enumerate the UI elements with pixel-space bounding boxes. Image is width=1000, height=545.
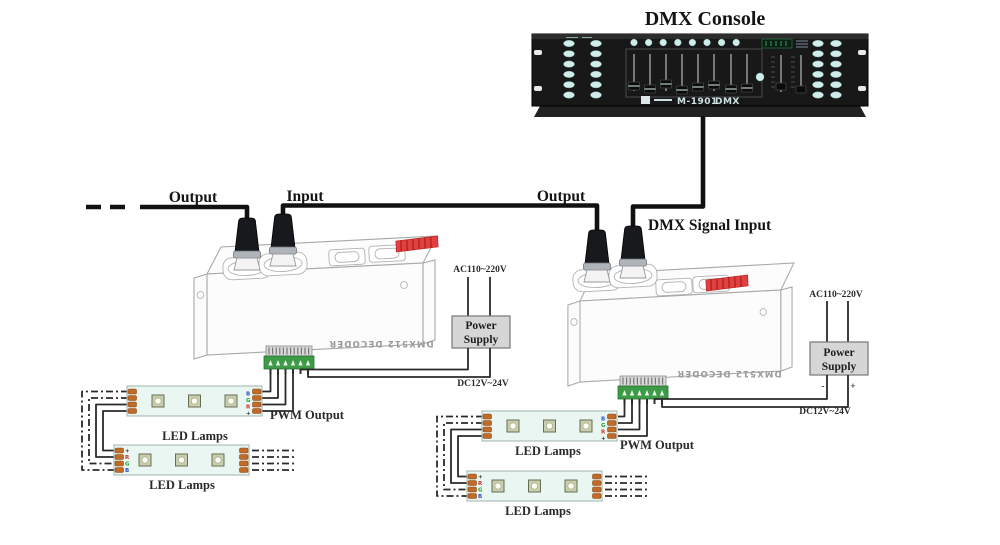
connector-cutout [328,247,366,267]
xlr-plug-input[interactable] [269,213,297,267]
psu-right-box [809,341,869,376]
power-supply-left: AC110~220V Power Supply DC12V~24V [299,265,511,389]
console-protocol-label: DMX [715,97,740,107]
xlr-plug-output[interactable] [583,229,611,283]
pwm-output-left-label: PWM Output [270,408,345,422]
psu-left-dc-label: DC12V~24V [457,379,509,389]
pin-label-r: R [601,430,606,436]
pin-label-b: B [601,417,605,423]
decoder-right-name: DMX512 DECODER [676,368,781,378]
console-branding: M-1901 DMX [641,96,740,107]
console-fader-bank[interactable] [625,48,763,98]
led-strip-chain-left: B G R + LED Lamps + R G B LED Lamps [81,386,295,492]
dmx-console: DMX Console [531,8,869,117]
left-output-label: Output [169,189,218,206]
psu-right-plus: + [850,382,855,392]
pin-label-g: G [478,488,483,494]
console-body [531,33,869,107]
left-decoder-output-cable [140,204,250,220]
psu-left-box [451,315,511,349]
pin-label-g: G [601,423,606,429]
led-strip-4-label: LED Lamps [505,504,571,518]
console-top-edge [532,34,868,39]
psu-right-name1: Power [823,347,854,359]
decoder-link-cable [280,203,600,232]
dmx-cables [86,116,706,232]
right-output-label: Output [537,188,586,205]
psu-left-name1: Power [465,320,496,332]
console-scene-buttons[interactable] [630,38,740,47]
pin-label-g: G [125,462,130,468]
xlr-plug-dmx-input[interactable] [619,225,647,279]
console-title: DMX Console [645,8,766,30]
left-input-label: Input [286,188,324,205]
console-model-label: M-1901 [677,97,718,107]
decoder-right: DMX512 DECODER [567,225,795,405]
pwm-wires-right [618,400,648,437]
pin-label-b: B [125,468,129,474]
pin-label-v: + [478,475,483,481]
pin-label-r: R [246,405,251,411]
pin-label-b: B [246,392,250,398]
connector-cutout [655,277,693,297]
console-display [761,38,808,49]
led-strip-3: B G R + LED Lamps [482,411,617,458]
console-to-decoder-cable [630,116,706,228]
psu-right-ac-label: AC110~220V [809,290,863,300]
psu-left-name2: Supply [464,334,499,346]
led-strip-1: B G R + LED Lamps [127,386,262,443]
pin-label-b: B [478,494,482,500]
pin-label-v: + [246,411,251,417]
pin-label-g: G [246,398,251,404]
pin-label-r: R [478,481,483,487]
xlr-plug-output[interactable] [233,217,261,271]
dmx-signal-input-label: DMX Signal Input [648,217,772,234]
pin-label-r: R [125,455,130,461]
led-strip-1-label: LED Lamps [162,429,228,443]
psu-right-name2: Supply [822,361,857,373]
pin-label-v: + [125,449,130,455]
pin-label-v: + [601,436,606,442]
pwm-output-right-label: PWM Output [620,438,695,452]
console-master-section[interactable] [755,55,807,94]
led-strip-4: + R G B LED Lamps [467,471,602,518]
led-strip-2-label: LED Lamps [149,478,215,492]
decoder-left: DMX512 DECODER [193,213,440,375]
psu-right-minus: - [821,382,824,392]
pwm-wires-left [261,372,294,412]
continuation-wires [605,475,648,497]
brand-logo-icon [641,96,650,104]
psu-left-ac-label: AC110~220V [453,265,507,275]
led-strip-chain-right: B G R + LED Lamps + R G B LED Lamps [436,411,648,518]
psu-right-dc-label: DC12V~24V [799,407,851,417]
continuation-wires [252,449,295,471]
decoder-left-name: DMX512 DECODER [328,338,433,348]
fader-knobs[interactable] [628,79,753,95]
led-strip-3-label: LED Lamps [515,444,581,458]
led-strip-2: + R G B LED Lamps [114,445,249,492]
rack-ear-slots [534,50,866,91]
power-supply-right: AC110~220V Power Supply - + DC12V~24V [653,290,869,417]
console-base [534,106,866,117]
